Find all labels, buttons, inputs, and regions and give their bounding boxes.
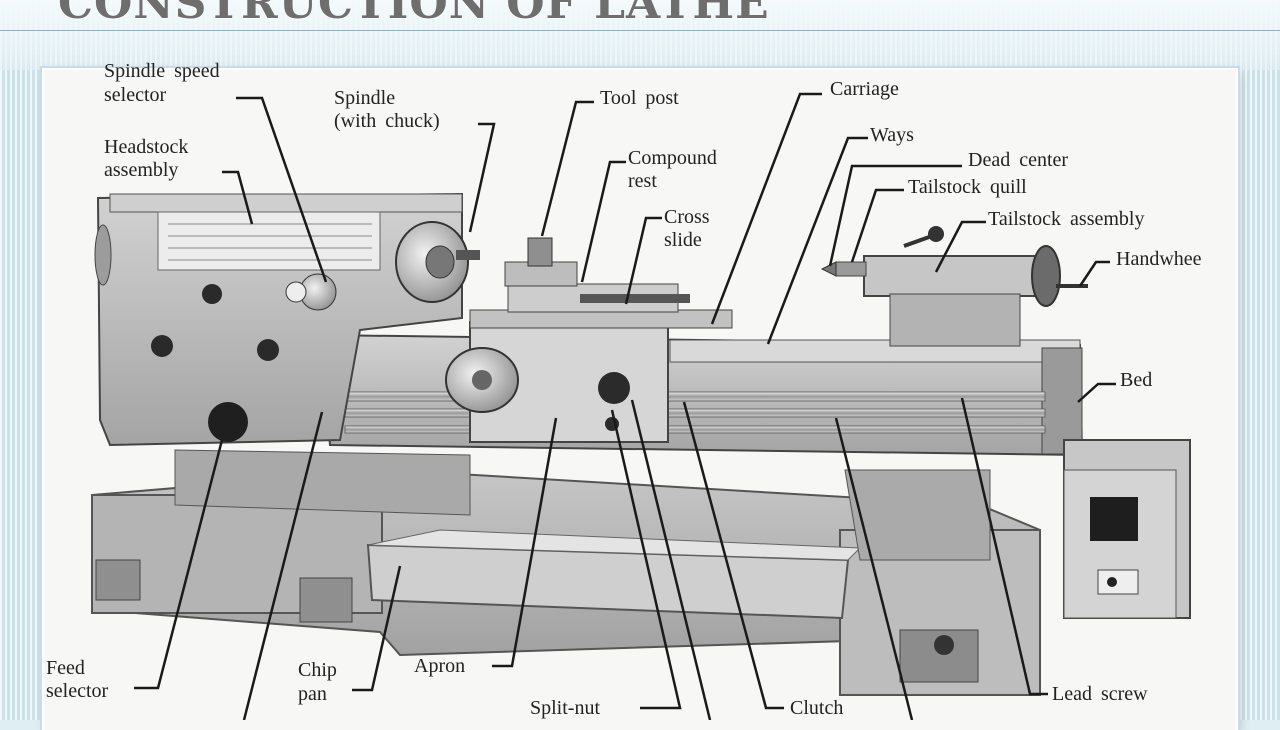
leader-split-nut-2 bbox=[630, 399, 712, 720]
leader-cross-slide bbox=[624, 216, 662, 305]
feed-selector-knob bbox=[208, 402, 248, 442]
tailstock-handwheel bbox=[1031, 245, 1061, 307]
label-tool-post: Tool post bbox=[600, 87, 679, 109]
leader-bed bbox=[1077, 382, 1116, 403]
label-ways: Ways bbox=[870, 124, 914, 146]
split-nut-lever bbox=[598, 372, 630, 404]
label-lead-screw: Lead screw bbox=[1052, 683, 1148, 705]
label-clutch: Clutch bbox=[790, 697, 843, 719]
slide-title: CONSTRUCTION OF LATHE bbox=[58, 0, 770, 29]
headstock-lever-knob-2 bbox=[151, 335, 173, 357]
leader-tailstock-quill bbox=[850, 188, 904, 263]
leader-clutch bbox=[682, 401, 784, 710]
mid-access-panel bbox=[299, 577, 353, 623]
label-tailstock-assembly: Tailstock assembly bbox=[988, 208, 1144, 230]
tailstock-lock-knob bbox=[928, 226, 944, 242]
leader-apron bbox=[492, 417, 558, 668]
switch-plate bbox=[1097, 569, 1139, 595]
switch-button bbox=[1107, 577, 1117, 587]
headstock-lever-knob bbox=[202, 284, 222, 304]
label-split-nut: Split-nut bbox=[530, 697, 600, 719]
leader-spindle-chuck bbox=[468, 122, 496, 233]
headstock-lever-knob-3 bbox=[257, 339, 279, 361]
leader-lines bbox=[134, 92, 1116, 720]
leader-feed-selector bbox=[134, 439, 224, 690]
leader-carriage bbox=[710, 92, 822, 325]
tailstock-body bbox=[863, 255, 1043, 297]
leader-tailstock-assembly bbox=[934, 220, 986, 273]
label-tailstock-quill: Tailstock quill bbox=[908, 176, 1027, 198]
speed-chart-plate bbox=[157, 211, 381, 271]
bed-support-left bbox=[174, 449, 471, 516]
leader-spindle-speed-selector bbox=[236, 96, 328, 283]
tool-bit bbox=[580, 294, 690, 303]
leader-tool-post bbox=[540, 100, 594, 237]
lead-screw-rod bbox=[344, 408, 1046, 418]
electrical-box-front bbox=[1063, 469, 1177, 619]
background-fade bbox=[0, 0, 1280, 70]
leader-dead-center bbox=[828, 164, 962, 267]
tailstock-base bbox=[889, 293, 1021, 347]
leader-headstock-assembly bbox=[222, 170, 254, 225]
tool-post-block bbox=[527, 237, 553, 267]
label-carriage: Carriage bbox=[830, 78, 899, 100]
right-panel-knob bbox=[934, 635, 954, 655]
label-spindle-with-chuck: Spindle(with chuck) bbox=[334, 87, 440, 132]
leader-chip-pan bbox=[352, 565, 402, 692]
headstock-left-cap bbox=[94, 224, 112, 286]
bed-support-right bbox=[844, 469, 991, 561]
headstock-top bbox=[109, 193, 463, 213]
leader-ways bbox=[766, 136, 868, 345]
dead-center-tip bbox=[820, 261, 837, 277]
leader-lead-screw bbox=[960, 397, 1048, 696]
control-rod bbox=[344, 425, 1046, 434]
title-rule bbox=[0, 30, 1280, 31]
warning-sign bbox=[1090, 497, 1138, 541]
chuck-jaw bbox=[456, 250, 480, 260]
tailstock-lock-lever bbox=[903, 234, 933, 248]
label-bed: Bed bbox=[1120, 369, 1152, 391]
leader-compound-rest bbox=[580, 160, 626, 283]
chuck-center bbox=[425, 245, 455, 279]
apron-handwheel-hub bbox=[472, 370, 492, 390]
bed-end-block bbox=[1041, 347, 1083, 455]
tailstock-quill-shape bbox=[835, 261, 867, 277]
carriage-saddle bbox=[469, 309, 733, 329]
leader-clutch-2 bbox=[834, 417, 914, 720]
leader-feed-selector-2 bbox=[242, 411, 324, 720]
left-access-panel bbox=[95, 559, 141, 601]
lathe-machine bbox=[90, 192, 1191, 697]
label-dead-center: Dead center bbox=[968, 149, 1068, 171]
speed-selector-knob-small bbox=[285, 281, 307, 303]
label-handwheel: Handwhee bbox=[1116, 248, 1202, 270]
label-apron: Apron bbox=[414, 655, 465, 677]
speed-chart-lines bbox=[168, 223, 372, 261]
leader-split-nut bbox=[610, 409, 682, 710]
leader-handwheel bbox=[1078, 260, 1110, 287]
